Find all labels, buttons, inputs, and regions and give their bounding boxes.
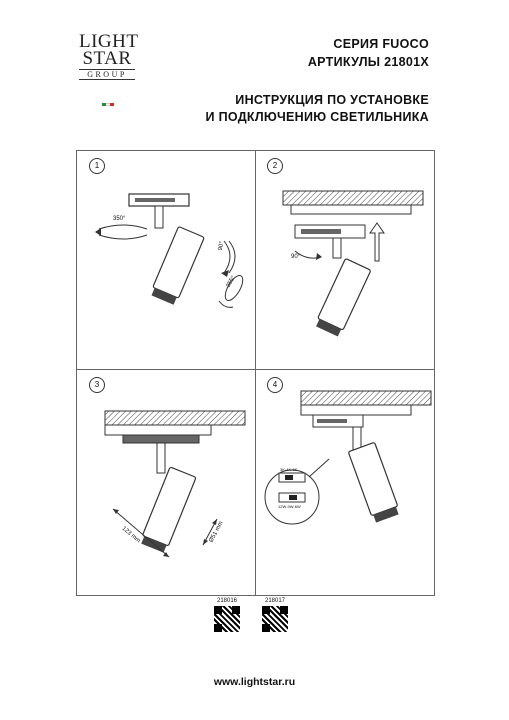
step-3-number: 3	[89, 377, 105, 393]
qr-code-icon	[262, 606, 288, 632]
steps-grid: 1 2 3 4 350° 90° 355°	[76, 150, 435, 596]
website-link[interactable]: www.lightstar.ru	[213, 676, 296, 688]
step-3-illustration	[104, 410, 246, 558]
code-218016-article: 218016	[216, 598, 238, 604]
logo-line-1: LIGHT	[79, 31, 139, 52]
series-title: СЕРИЯ FUOCO	[333, 37, 429, 51]
step-4-power-label: 12W-9W-6W	[278, 504, 301, 509]
qr-code-icon	[214, 606, 240, 632]
step-4-cct-label: 3K-4K-6K	[280, 467, 298, 472]
instruction-line-1: ИНСТРУКЦИЯ ПО УСТАНОВКЕ	[235, 93, 429, 107]
step-2-illustration	[282, 190, 424, 337]
code-218017: 218017	[258, 598, 292, 632]
step-1-rotation-label: 350°	[113, 216, 126, 222]
code-218017-article: 218017	[264, 598, 286, 604]
step-2-number: 2	[267, 158, 283, 174]
grid-divider-horizontal	[77, 369, 434, 370]
logo-line-3: GROUP	[79, 69, 135, 80]
grid-divider-vertical	[255, 151, 256, 595]
step-4-illustration	[264, 390, 432, 525]
step-1-number: 1	[89, 158, 105, 174]
step-4-number: 4	[267, 377, 283, 393]
code-218016: 218016	[210, 598, 244, 632]
step-1-illustration	[95, 193, 244, 308]
brand-logo: LIGHT STAR GROUP	[79, 31, 139, 80]
instruction-line-2: И ПОДКЛЮЧЕНИЮ СВЕТИЛЬНИКА	[205, 110, 429, 124]
step-2-angle-label: 90°	[291, 254, 301, 260]
italian-flag-icon	[102, 103, 114, 106]
articles-title: АРТИКУЛЫ 21801X	[307, 55, 429, 69]
logo-line-2: STAR	[82, 48, 132, 69]
